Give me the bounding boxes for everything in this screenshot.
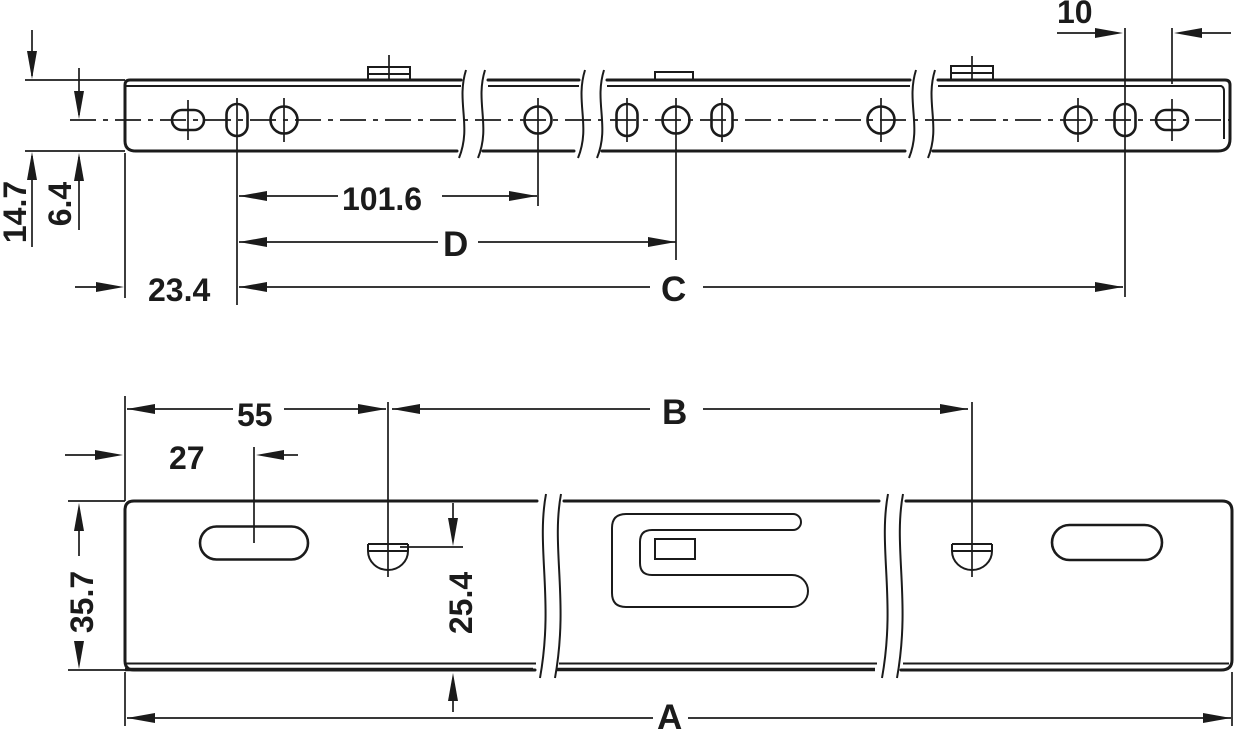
rail-tab (950, 56, 994, 80)
break-line (458, 69, 467, 159)
dim-25-4: 25.4 (443, 503, 479, 712)
dim-10: 10 (1057, 0, 1231, 38)
dim-14-7: 14.7 (0, 30, 37, 247)
rail-tab (654, 71, 694, 80)
dim-B: B (392, 393, 968, 432)
dim-23-4: 23.4 (75, 272, 210, 308)
dim-label-55: 55 (237, 397, 273, 433)
dim-label-C: C (661, 270, 686, 309)
dim-label-27: 27 (169, 440, 205, 476)
adjustment-cutout (611, 513, 809, 608)
dim-label-B: B (662, 393, 687, 432)
rail-tab (367, 55, 411, 80)
dim-label-A: A (657, 698, 682, 730)
dim-label-14-7: 14.7 (0, 181, 33, 243)
rect-hole (654, 538, 696, 560)
dim-55: 55 (127, 397, 386, 433)
dim-label-101-6: 101.6 (342, 181, 422, 217)
dim-C: C (239, 270, 1123, 309)
leader-lines (25, 28, 1173, 305)
dim-35-7: 35.7 (64, 503, 100, 669)
hole-ticks (187, 98, 1173, 142)
dim-101-6: 101.6 (239, 181, 537, 217)
dim-6-4: 6.4 (42, 68, 84, 230)
side-view: 14.7 6.4 23.4 101.6 (0, 0, 1232, 309)
dim-label-6-4: 6.4 (42, 182, 78, 227)
dim-label-D: D (443, 225, 468, 264)
oval-slot (1050, 523, 1164, 562)
plan-view: 55 B 27 35.7 (64, 393, 1234, 730)
dim-label-25-4: 25.4 (443, 572, 479, 634)
dim-D: D (239, 225, 676, 264)
dim-A: A (127, 698, 1231, 730)
leader-lines (68, 396, 1233, 726)
dim-label-23-4: 23.4 (148, 272, 210, 308)
dim-label-10: 10 (1057, 0, 1093, 30)
dim-label-35-7: 35.7 (64, 571, 100, 633)
dim-27: 27 (65, 440, 298, 476)
